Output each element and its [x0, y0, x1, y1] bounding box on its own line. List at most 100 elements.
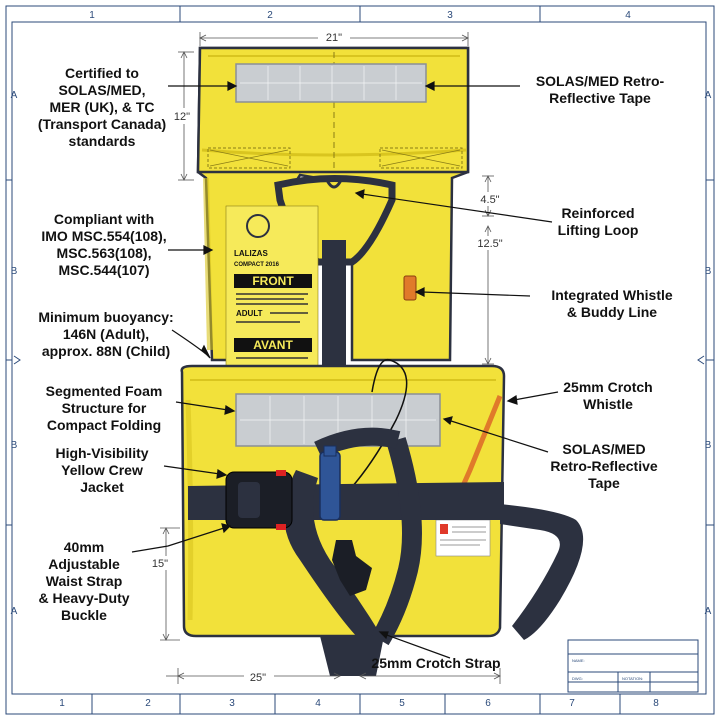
buddy-line: [339, 358, 408, 501]
upper-jacket: LALIZAS COMPACT 2016 FRONT ADULT AVANT: [196, 46, 470, 368]
callout-line: MSC.563(108),: [57, 245, 152, 261]
integrated-whistle: [403, 275, 417, 301]
callout-line: 40mm: [64, 539, 104, 555]
callout-line: (Transport Canada): [38, 116, 166, 132]
callout-line: 25mm Crotch: [563, 379, 652, 395]
callout-line: SOLAS/MED,: [58, 82, 145, 98]
crotch-strap: [283, 470, 384, 640]
grid-number: 3: [229, 698, 235, 709]
callout-line: Retro-Reflective: [550, 458, 658, 474]
callout-line: & Heavy-Duty: [38, 590, 129, 606]
callout-line: Compact Folding: [47, 417, 161, 433]
callout-visibility: High-Visibility Yellow Crew Jacket: [55, 445, 148, 495]
callout-line: Lifting Loop: [558, 222, 639, 238]
callout-line: Whistle: [583, 396, 633, 412]
center-strap: [322, 240, 346, 368]
callout-crotch-whistle: 25mm Crotch Whistle: [563, 379, 652, 412]
lower-jacket: [180, 358, 584, 676]
grid-number: 2: [267, 10, 273, 21]
callout-line: High-Visibility: [55, 445, 148, 461]
callout-line: 25mm Crotch Strap: [371, 655, 500, 671]
grid-letter: A: [11, 90, 18, 101]
callout-line: Reinforced: [561, 205, 634, 221]
grid-number: 1: [59, 698, 65, 709]
grid-number: 3: [447, 10, 453, 21]
blue-toggle: [319, 451, 341, 521]
grid-number: 4: [315, 698, 321, 709]
grid-letter: A: [705, 606, 712, 617]
callout-waist-strap: 40mm Adjustable Waist Strap & Heavy-Duty…: [38, 539, 129, 623]
leader-lines: [131, 81, 559, 659]
crotch-whistle-cord: [459, 395, 503, 490]
title-name-label: NAME:: [572, 658, 585, 663]
callout-crotch-strap: 25mm Crotch Strap: [371, 655, 500, 671]
title-notation-label: NOTATION:: [622, 676, 643, 681]
frame-bottom-numbers: 1 2 3 4 5 6 7 8: [59, 698, 659, 709]
grid-number: 6: [485, 698, 491, 709]
callout-line: Segmented Foam: [46, 383, 163, 399]
callout-line: Integrated Whistle: [551, 287, 673, 303]
label-adult: ADULT: [236, 309, 263, 318]
grid-number: 5: [399, 698, 405, 709]
drawing-frame: [5, 5, 715, 715]
dimension-collar-height: 12": [174, 111, 190, 123]
callout-line: standards: [69, 133, 136, 149]
grid-number: 4: [625, 10, 631, 21]
callout-tape-bottom: SOLAS/MED Retro-Reflective Tape: [550, 441, 658, 491]
callout-line: Yellow Crew: [61, 462, 143, 478]
title-block: [567, 639, 699, 693]
label-avant: AVANT: [253, 338, 293, 352]
grid-number: 7: [569, 698, 575, 709]
dimension-body-height: 12.5": [477, 238, 502, 250]
grid-letter: B: [705, 440, 712, 451]
callout-line: Jacket: [80, 479, 124, 495]
grid-letter: A: [11, 606, 18, 617]
callout-line: Reflective Tape: [549, 90, 651, 106]
label-front: FRONT: [252, 274, 294, 288]
dimension-strap-height: 15": [152, 558, 168, 570]
grid-letter: B: [11, 440, 18, 451]
callout-line: 146N (Adult),: [63, 326, 149, 342]
callout-compliant: Compliant with IMO MSC.554(108), MSC.563…: [41, 211, 166, 278]
callout-line: Structure for: [62, 400, 147, 416]
callout-line: SOLAS/MED: [562, 441, 645, 457]
callout-line: MSC.544(107): [58, 262, 149, 278]
dimension-bottom-width: 25": [250, 672, 266, 684]
callout-line: & Buddy Line: [567, 304, 657, 320]
callout-line: Waist Strap: [46, 573, 123, 589]
slider-buckle: [332, 540, 372, 596]
grid-letter: B: [11, 266, 18, 277]
dimension-top-width: 21": [326, 32, 342, 44]
lifting-loop: [324, 177, 344, 189]
title-dwg-label: DWG:: [572, 676, 583, 681]
callout-line: SOLAS/MED Retro-: [536, 73, 665, 89]
callout-line: Adjustable: [48, 556, 120, 572]
dimension-labels: 21" 12" 4.5" 12.5" 15" 25": [146, 30, 508, 684]
callout-line: MER (UK), & TC: [50, 99, 155, 115]
callout-line: Tape: [588, 475, 620, 491]
callout-line: Certified to: [65, 65, 139, 81]
callout-line: IMO MSC.554(108),: [41, 228, 166, 244]
grid-letter: A: [705, 90, 712, 101]
callout-certified: Certified to SOLAS/MED, MER (UK), & TC (…: [38, 65, 166, 149]
title-block-labels: NAME: DWG: NOTATION:: [572, 658, 643, 681]
callout-line: Minimum buoyancy:: [38, 309, 173, 325]
callout-lifting-loop: Reinforced Lifting Loop: [558, 205, 639, 238]
callout-buoyancy: Minimum buoyancy: 146N (Adult), approx. …: [38, 309, 173, 359]
callout-line: approx. 88N (Child): [42, 343, 170, 359]
dimension-loop-offset: 4.5": [480, 194, 499, 206]
frame-side-letters: A B B A A B B A: [11, 90, 712, 617]
frame-top-numbers: 1 2 3 4: [89, 10, 631, 21]
callout-whistle: Integrated Whistle & Buddy Line: [551, 287, 673, 320]
model-text: COMPACT 2016: [234, 262, 280, 268]
jacket-label: LALIZAS COMPACT 2016 FRONT ADULT AVANT: [225, 205, 319, 367]
callout-line: Compliant with: [54, 211, 154, 227]
grid-number: 2: [145, 698, 151, 709]
grid-letter: B: [705, 266, 712, 277]
callout-foam: Segmented Foam Structure for Compact Fol…: [46, 383, 163, 433]
brand-text: LALIZAS: [234, 249, 268, 258]
callout-tape-top: SOLAS/MED Retro- Reflective Tape: [536, 73, 665, 106]
grid-number: 1: [89, 10, 95, 21]
